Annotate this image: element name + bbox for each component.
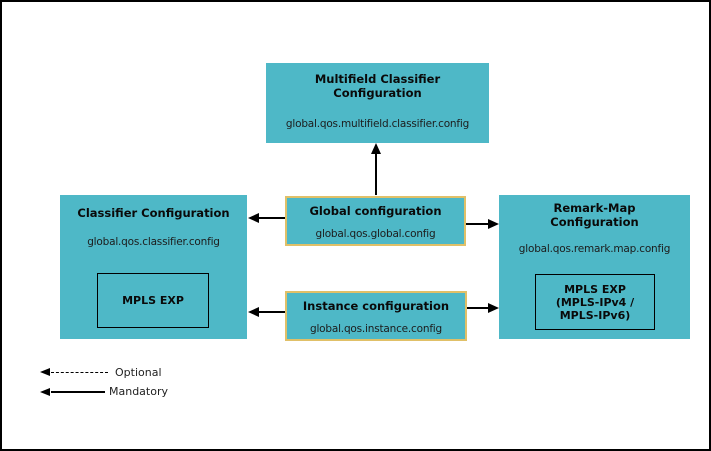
multifield-classifier-config-path: global.qos.multifield.classifier.config [285,118,470,130]
instance-config-title: Instance configuration [302,299,450,313]
classifier-config-path: global.qos.classifier.config [87,236,220,248]
remark-map-config-path: global.qos.remark.map.config [518,243,671,255]
global-config-title: Global configuration [309,204,442,218]
classifier-mpls-exp-box: MPLS EXP [97,273,209,328]
legend-optional-arrow-icon [40,368,50,376]
arrow-instance-to-remark-line [467,307,489,309]
legend-mandatory-label: Mandatory [109,385,169,398]
legend-mandatory-solid-line [51,391,105,393]
multifield-classifier-config-title: Multifield Classifier Configuration [314,72,441,100]
arrow-right-icon [488,219,499,229]
legend-mandatory-arrow-icon [40,388,50,396]
arrow-left-icon [248,213,259,223]
remark-mpls-exp-line2: (MPLS-IPv4 / [555,295,635,309]
remark-mpls-exp-line1: MPLS EXP [564,282,626,296]
remark-mpls-exp-box: MPLS EXP (MPLS-IPv4 / MPLS-IPv6) [535,274,655,330]
arrow-up-icon [371,143,381,154]
classifier-config-title: Classifier Configuration [77,206,230,220]
remark-mpls-exp-line3: MPLS-IPv6) [559,308,631,322]
classifier-config-box: Classifier Configuration global.qos.clas… [60,195,247,339]
instance-config-box: Instance configuration global.qos.instan… [285,291,467,341]
global-config-path: global.qos.global.config [315,228,436,240]
multifield-classifier-config-box: Multifield Classifier Configuration glob… [266,63,489,143]
global-config-box: Global configuration global.qos.global.c… [285,196,466,246]
arrow-global-to-classifier-line [258,217,285,219]
arrow-instance-to-classifier-line [258,311,285,313]
classifier-mpls-exp-label: MPLS EXP [122,294,184,307]
remark-map-config-title: Remark-Map Configuration [550,201,639,229]
legend-optional-dashed-line [51,372,108,373]
remark-map-config-box: Remark-Map Configuration global.qos.rema… [499,195,690,339]
arrow-global-to-multifield-line [375,153,377,195]
arrow-right-icon [488,303,499,313]
arrow-global-to-remark-line [466,223,489,225]
instance-config-path: global.qos.instance.config [309,323,442,335]
legend-optional-label: Optional [115,366,162,379]
arrow-left-icon [248,307,259,317]
